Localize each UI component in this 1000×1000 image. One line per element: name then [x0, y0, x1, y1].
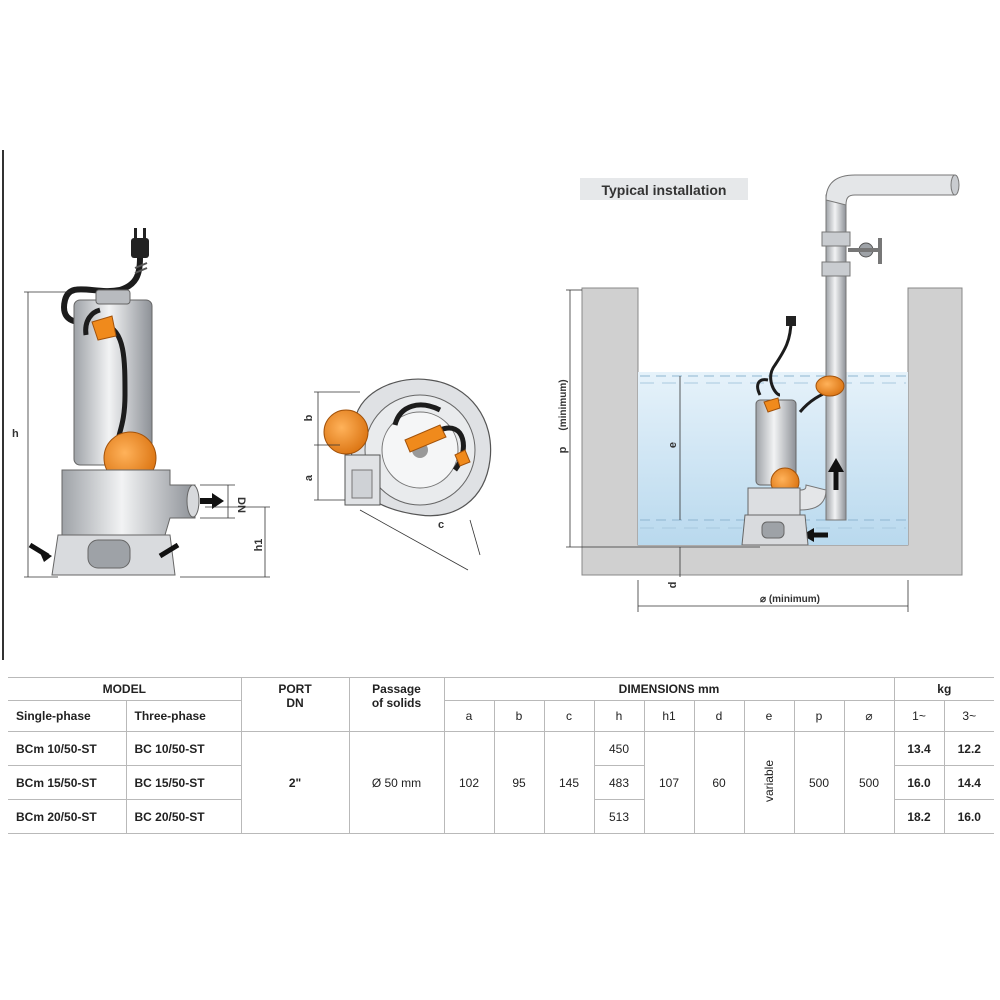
header-passage-2: of solids: [371, 696, 422, 710]
spec-table: MODEL PORT DN Passage of solids DIMENSIO…: [8, 677, 995, 834]
cell-c: 145: [543, 731, 595, 834]
header-kg-3: 3~: [943, 700, 995, 732]
header-col-b: b: [493, 700, 545, 732]
dim-dn-label: DN: [235, 497, 247, 513]
header-kg: kg: [893, 677, 995, 701]
dim-p-label: p: [557, 446, 569, 453]
header-col-p: p: [793, 700, 845, 732]
plug-icon: [131, 228, 149, 258]
table-row: BCm 20/50-ST BC 20/50-ST 513 18.2 16.0: [8, 799, 995, 834]
cell-b: 95: [493, 731, 545, 834]
cell-single-phase: BCm 10/50-ST: [8, 731, 127, 766]
header-single-phase: Single-phase: [8, 700, 127, 732]
cell-three-phase: BC 20/50-ST: [125, 799, 242, 834]
cell-port: 2": [240, 731, 350, 834]
cell-p: 500: [793, 731, 845, 834]
cell-h1: 107: [643, 731, 695, 834]
table-row: BCm 10/50-ST BC 10/50-ST 2" Ø 50 mm 102 …: [8, 731, 995, 834]
cell-a: 102: [443, 731, 495, 834]
pump-side-view: h DN h1: [12, 228, 270, 578]
cell-three-phase: BC 10/50-ST: [125, 731, 242, 766]
header-col-h1: h1: [643, 700, 695, 732]
header-col-diam: ⌀: [843, 700, 895, 732]
cell-kg-1: 18.2: [893, 799, 945, 834]
cell-single-phase: BCm 15/50-ST: [8, 765, 127, 800]
dim-width-min-label: ⌀ (minimum): [760, 594, 820, 605]
header-col-a: a: [443, 700, 495, 732]
cell-e-text: variable: [762, 759, 776, 803]
header-dn-label: DN: [286, 696, 304, 710]
cell-three-phase: BC 15/50-ST: [125, 765, 242, 800]
cell-e: variable: [743, 731, 795, 834]
header-kg-1: 1~: [893, 700, 945, 732]
header-model: MODEL: [8, 677, 242, 701]
typical-installation: Typical installation: [557, 174, 963, 612]
table-row: BCm 15/50-ST BC 15/50-ST 483 16.0 14.4: [8, 765, 995, 800]
installation-title-bg: [580, 178, 748, 200]
dim-p-min-label: (minimum): [558, 379, 569, 430]
dim-c-label: c: [438, 519, 444, 531]
header-col-e: e: [743, 700, 795, 732]
dim-b-label: b: [303, 414, 315, 421]
pump-top-view: b a c: [303, 378, 492, 571]
header-port-label: PORT: [278, 682, 312, 696]
cell-h: 450: [593, 731, 645, 766]
cell-diam: 500: [843, 731, 895, 834]
header-col-d: d: [693, 700, 745, 732]
dim-e-label: e: [667, 442, 679, 448]
installation-title: Typical installation: [602, 182, 727, 198]
header-passage: Passage of solids: [348, 677, 445, 732]
dim-d-label: d: [667, 582, 679, 589]
header-col-c: c: [543, 700, 595, 732]
cell-kg-3: 16.0: [943, 799, 995, 834]
dim-h-label: h: [12, 428, 19, 440]
dim-h1-label: h1: [253, 539, 265, 552]
cell-h: 513: [593, 799, 645, 834]
cell-h: 483: [593, 765, 645, 800]
header-three-phase: Three-phase: [125, 700, 242, 732]
cell-kg-1: 13.4: [893, 731, 945, 766]
cell-passage: Ø 50 mm: [348, 731, 445, 834]
cell-kg-3: 14.4: [943, 765, 995, 800]
header-port: PORT DN: [240, 677, 350, 732]
cell-d: 60: [693, 731, 745, 834]
cell-kg-3: 12.2: [943, 731, 995, 766]
dim-a-label: a: [303, 474, 315, 481]
pump-diagram: h DN h1 b a c Typical installat: [2, 150, 963, 660]
header-passage-1: Passage: [372, 682, 421, 696]
header-dimensions: DIMENSIONS mm: [443, 677, 895, 701]
header-col-h: h: [593, 700, 645, 732]
cell-single-phase: BCm 20/50-ST: [8, 799, 127, 834]
cell-kg-1: 16.0: [893, 765, 945, 800]
